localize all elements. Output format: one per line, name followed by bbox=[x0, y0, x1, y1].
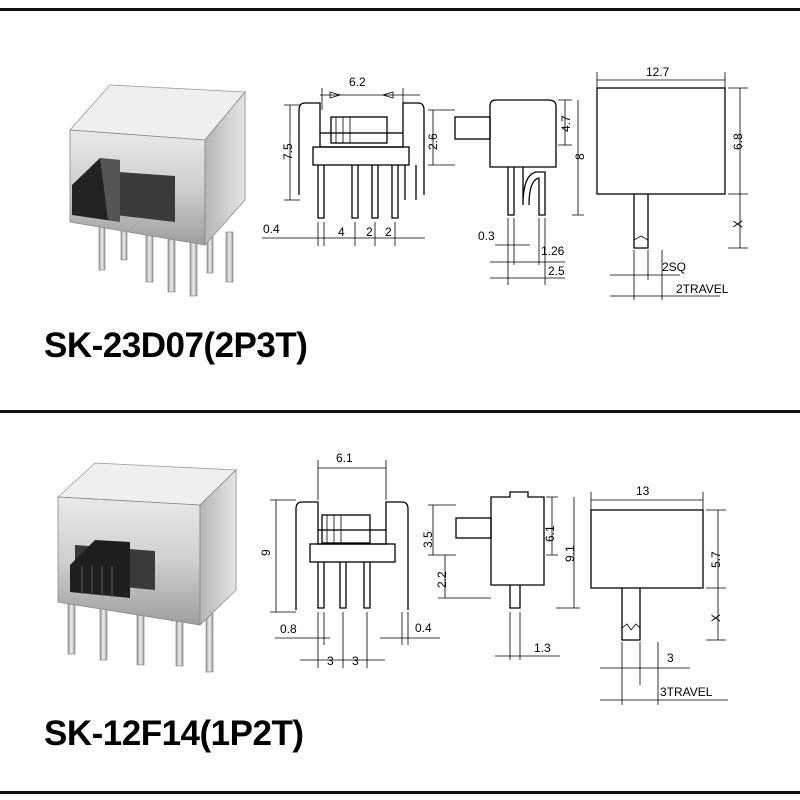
top-view-sk-12f14: 13 5.7 X 3 3TRAVEL bbox=[590, 484, 728, 705]
dim-side-base-b: 2.2 bbox=[435, 571, 449, 588]
dim-pin-thickness: 0.4 bbox=[263, 222, 280, 236]
dim-top-travel: 2TRAVEL bbox=[676, 282, 729, 296]
front-view-sk-23d07: 6.2 7.5 0.4 4 2 2 bbox=[262, 75, 425, 246]
dim-top-height-b: 5.7 bbox=[709, 551, 723, 568]
dim-front-height: 7.5 bbox=[281, 143, 295, 160]
model-title-sk-23d07: SK-23D07(2P3T) bbox=[44, 326, 308, 365]
panel-sk-23d07 bbox=[0, 8, 800, 413]
dim-side-pin-b: 1.3 bbox=[534, 641, 551, 655]
dim-pitch-b: 2 bbox=[366, 225, 373, 239]
panel-sk-12f14 bbox=[0, 413, 800, 794]
side-view-sk-23d07: 2.6 4.7 8 0.3 1.26 2.5 bbox=[426, 99, 587, 285]
dim-top-knob-b: 3 bbox=[667, 651, 674, 665]
dim-side-upper: 4.7 bbox=[559, 115, 573, 132]
dim-pin-b-b: 0.4 bbox=[415, 621, 432, 635]
dim-front-width: 6.2 bbox=[349, 75, 366, 89]
dim-pitch-a-b: 3 bbox=[327, 654, 334, 668]
dim-top-width-b: 13 bbox=[636, 484, 650, 498]
dim-side-actuator: 2.6 bbox=[426, 133, 440, 150]
dim-side-height-b: 9.1 bbox=[563, 545, 577, 562]
dim-pin-a-b: 0.8 bbox=[280, 622, 297, 636]
dim-front-height-b: 9 bbox=[259, 549, 273, 556]
dim-side-upper-b: 6.1 bbox=[543, 525, 557, 542]
side-view-sk-12f14: 3.5 2.2 6.1 9.1 1.3 bbox=[421, 491, 580, 660]
front-view-sk-12f14: 6.1 9 0.8 0.4 3 3 bbox=[259, 451, 440, 668]
dim-side-pin: 0.3 bbox=[478, 229, 495, 243]
dim-top-knob: 2SQ bbox=[662, 260, 686, 274]
dim-pitch-c: 2 bbox=[385, 225, 392, 239]
top-view-sk-23d07: 12.7 6.8 X 2SQ 2TRAVEL bbox=[596, 65, 748, 300]
dim-side-pin-span: 2.5 bbox=[548, 264, 565, 278]
dim-side-pin-gap: 1.26 bbox=[541, 244, 565, 258]
dim-side-height: 8 bbox=[573, 153, 587, 160]
switch-photo-sk-12f14 bbox=[57, 462, 237, 673]
dim-pitch-b-b: 3 bbox=[352, 654, 359, 668]
dim-top-x-b: X bbox=[709, 614, 723, 622]
dim-top-x: X bbox=[731, 220, 745, 228]
dim-top-travel-b: 3TRAVEL bbox=[660, 685, 713, 699]
dim-top-height: 6.8 bbox=[731, 133, 745, 150]
dim-side-actuator-b: 3.5 bbox=[421, 531, 435, 548]
model-title-sk-12f14: SK-12F14(1P2T) bbox=[44, 714, 304, 753]
dim-pitch-a: 4 bbox=[338, 225, 345, 239]
dim-top-width: 12.7 bbox=[646, 65, 670, 79]
dim-front-width-b: 6.1 bbox=[336, 451, 353, 465]
switch-photo-sk-23d07 bbox=[69, 84, 246, 297]
